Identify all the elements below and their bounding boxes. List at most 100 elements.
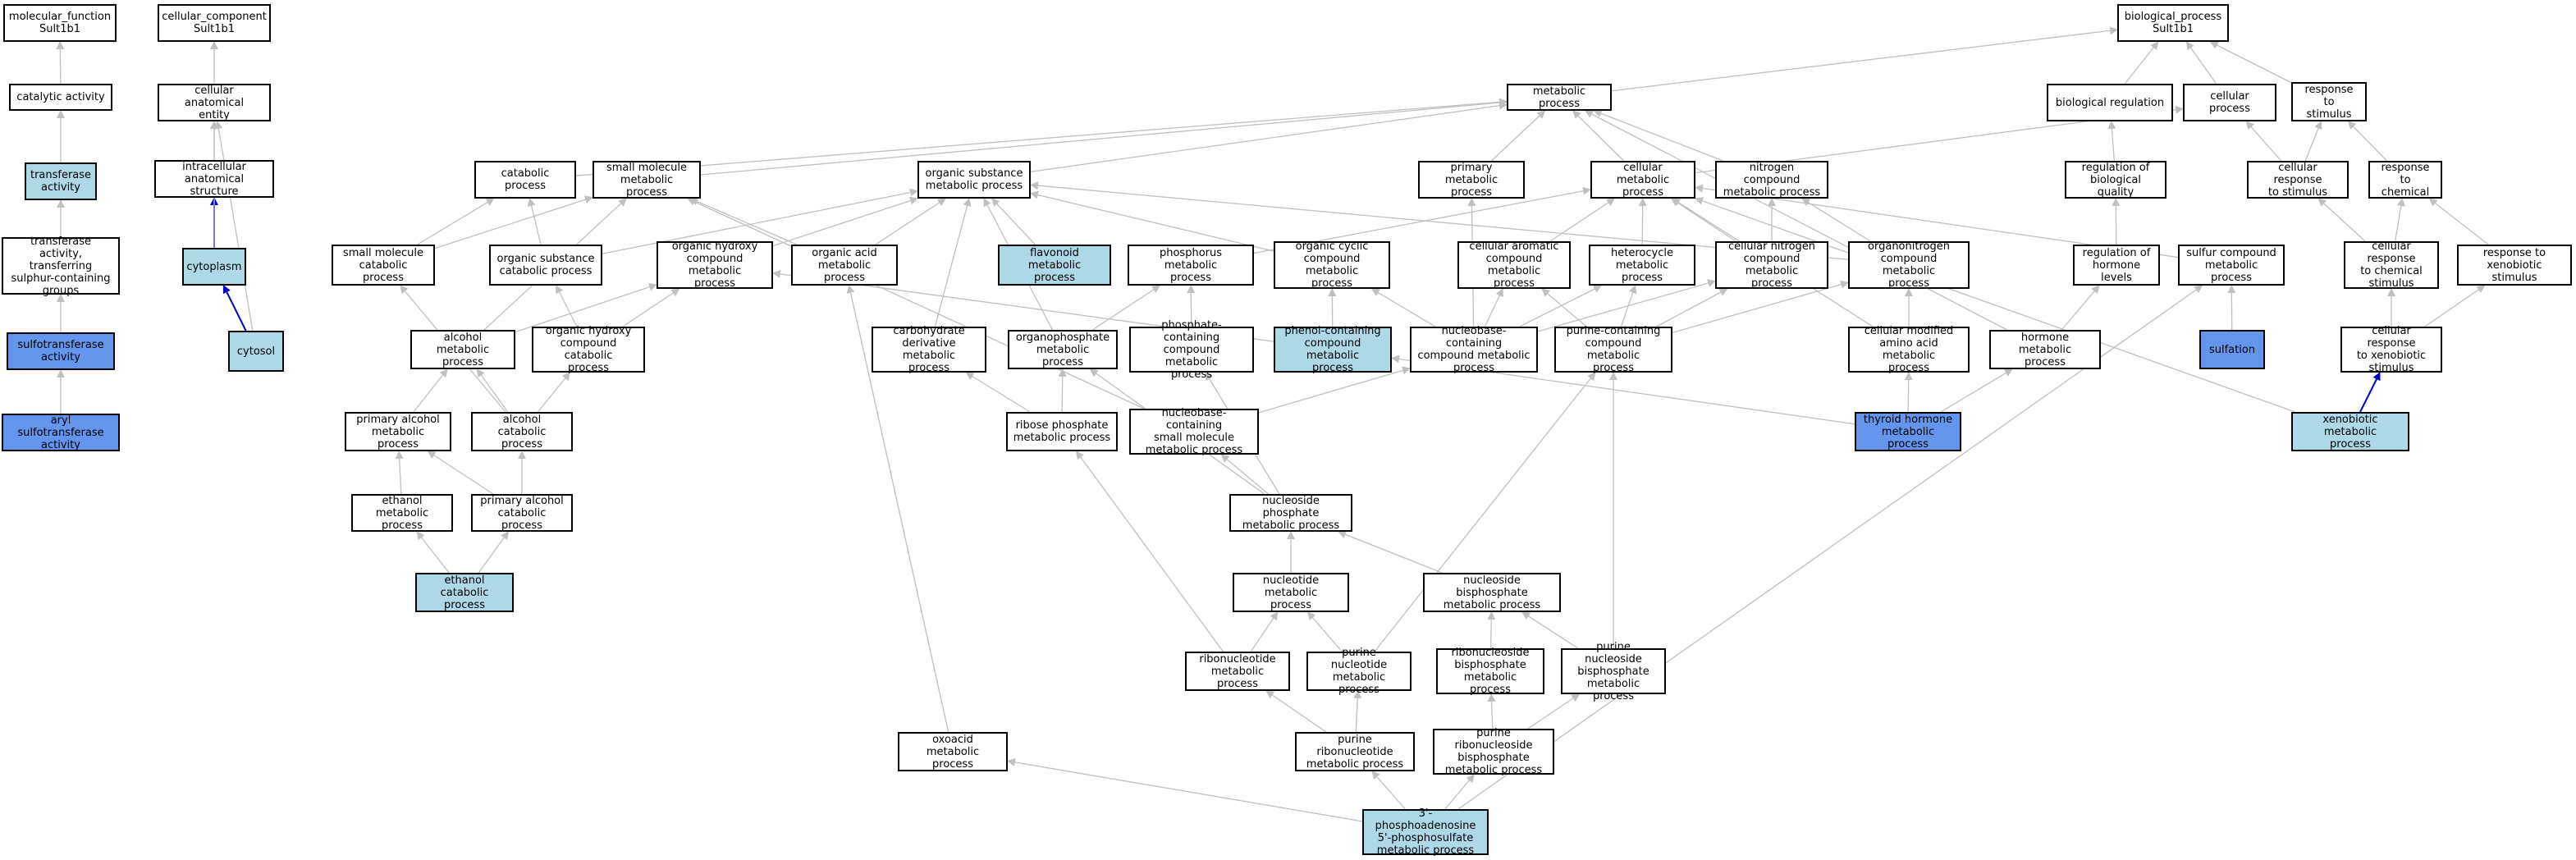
- node-cellular-response-to-chemical-stimulus[interactable]: cellular response to chemical stimulus: [2344, 240, 2439, 290]
- edge-purine_cont-to-cell_nitrogen: [1656, 288, 1728, 327]
- node-cellular-anatomical-entity[interactable]: cellular anatomical entity: [158, 84, 271, 121]
- node-cellular-metabolic[interactable]: cellular metabolic process: [1590, 161, 1695, 199]
- edge-cell_resp_chem-to-resp_chem: [2395, 198, 2405, 242]
- node-aryl-sulfotransferase-activity[interactable]: aryl sulfotransferase activity: [2, 414, 120, 451]
- node-regulation-of-biological-quality[interactable]: regulation of biological quality: [2065, 161, 2166, 199]
- node-purine-nucleotide-metabolic[interactable]: purine nucleotide metabolic process: [1306, 647, 1412, 696]
- edge-paps-to-sulfur_comp: [1457, 285, 2203, 810]
- edge-nucleoside_phosphate-to-nucleobase_small: [1220, 454, 1270, 495]
- edge-nitrogen_comp-to-metabolic: [1593, 109, 1723, 162]
- edge-paps-to-purine_ribonucleoside_bisph: [1444, 774, 1475, 810]
- edge-resp_stimulus-to-bp_root: [2209, 41, 2292, 84]
- node-nitrogen-compound-metabolic[interactable]: nitrogen compound metabolic process: [1715, 161, 1828, 199]
- node-paps-metabolic[interactable]: 3'-phosphoadenosine 5'-phosphosulfate me…: [1362, 807, 1489, 857]
- node-nucleotide-metabolic[interactable]: nucleotide metabolic process: [1233, 573, 1349, 612]
- node-cellular-response-to-xenobiotic-stimulus[interactable]: cellular response to xenobiotic stimulus: [2340, 325, 2442, 374]
- node-organic-substance-metabolic[interactable]: organic substance metabolic process: [917, 161, 1031, 199]
- node-response-to-xenobiotic-stimulus[interactable]: response to xenobiotic stimulus: [2457, 245, 2572, 286]
- edge-sulfation-to-sulfur_comp: [2227, 285, 2236, 331]
- node-alcohol-metabolic[interactable]: alcohol metabolic process: [410, 330, 515, 369]
- edge-purine_ribonucleoside_bisph-to-ribonucleoside_bisph: [1487, 693, 1496, 730]
- node-regulation-of-hormone-levels[interactable]: regulation of hormone levels: [2073, 245, 2160, 286]
- node-ethanol-metabolic[interactable]: ethanol metabolic process: [351, 494, 453, 532]
- node-nucleobase-containing-small-molecule-metabolic[interactable]: nucleobase-containing small molecule met…: [1129, 407, 1259, 456]
- node-thyroid-hormone-metabolic[interactable]: thyroid hormone metabolic process: [1855, 412, 1961, 451]
- node-primary-alcohol-catabolic[interactable]: primary alcohol catabolic process: [471, 494, 573, 532]
- node-biological-process-root[interactable]: biological_process Sult1b1: [2117, 4, 2229, 42]
- node-catabolic-process[interactable]: catabolic process: [474, 161, 576, 199]
- node-sulfation[interactable]: sulfation: [2199, 330, 2265, 369]
- node-organic-acid-metabolic[interactable]: organic acid metabolic process: [791, 245, 898, 286]
- node-heterocycle-metabolic[interactable]: heterocycle metabolic process: [1589, 245, 1695, 286]
- edge-cell_resp_stim-to-resp_stimulus: [2304, 121, 2322, 162]
- node-purine-ribonucleotide-metabolic[interactable]: purine ribonucleotide metabolic process: [1295, 732, 1415, 771]
- edge-ribose_phosphate-to-organophosphate: [1058, 368, 1067, 413]
- node-small-molecule-metabolic[interactable]: small molecule metabolic process: [593, 161, 701, 199]
- edge-ribonucleoside_bisph-to-nucleoside_bisph: [1487, 611, 1496, 649]
- node-phenol-containing-compound-metabolic[interactable]: phenol-containing compound metabolic pro…: [1274, 325, 1392, 374]
- node-hormone-metabolic[interactable]: hormone metabolic process: [1989, 330, 2101, 369]
- node-transferase-activity[interactable]: transferase activity: [25, 162, 97, 200]
- node-oxoacid-metabolic[interactable]: oxoacid metabolic process: [898, 732, 1008, 771]
- node-organic-cyclic-compound-metabolic[interactable]: organic cyclic compound metabolic proces…: [1274, 240, 1390, 290]
- node-alcohol-catabolic[interactable]: alcohol catabolic process: [471, 412, 573, 451]
- node-ribonucleoside-bisphosphate-metabolic[interactable]: ribonucleoside bisphosphate metabolic pr…: [1436, 647, 1544, 696]
- node-catalytic-activity[interactable]: catalytic activity: [9, 84, 112, 111]
- node-xenobiotic-metabolic[interactable]: xenobiotic metabolic process: [2291, 412, 2409, 451]
- node-nucleoside-bisphosphate-metabolic[interactable]: nucleoside bisphosphate metabolic proces…: [1423, 573, 1561, 612]
- edge-hormone_met-to-metabolic: [1584, 110, 2008, 331]
- edge-org_hydroxy_cat-to-org_subst_cat: [556, 285, 578, 327]
- node-flavonoid-metabolic[interactable]: flavonoid metabolic process: [998, 245, 1111, 286]
- node-small-molecule-catabolic[interactable]: small molecule catabolic process: [332, 245, 435, 286]
- node-purine-nucleoside-bisphosphate-metabolic[interactable]: purine nucleoside bisphosphate metabolic…: [1561, 641, 1666, 702]
- node-cellular-component-root[interactable]: cellular_component Sult1b1: [158, 4, 271, 42]
- edge-oxoacid-to-org_acid: [846, 285, 949, 733]
- node-primary-metabolic[interactable]: primary metabolic process: [1418, 161, 1525, 199]
- node-phosphorus-metabolic[interactable]: phosphorus metabolic process: [1128, 245, 1254, 286]
- node-sulfur-compound-metabolic[interactable]: sulfur compound metabolic process: [2178, 245, 2285, 286]
- node-ethanol-catabolic[interactable]: ethanol catabolic process: [415, 573, 514, 612]
- node-primary-alcohol-metabolic[interactable]: primary alcohol metabolic process: [345, 412, 451, 451]
- node-purine-ribonucleoside-bisphosphate-metabolic[interactable]: purine ribonucleoside bisphosphate metab…: [1433, 727, 1554, 776]
- edge-purine_cont-to-heterocycle: [1620, 285, 1637, 327]
- edge-cell_resp_stim-to-cellular_process: [2245, 121, 2282, 162]
- edge-small_mol_cat-to-small_mol: [434, 195, 593, 249]
- node-cellular-nitrogen-compound-metabolic[interactable]: cellular nitrogen compound metabolic pro…: [1715, 240, 1828, 290]
- node-metabolic-process[interactable]: metabolic process: [1507, 84, 1612, 111]
- node-cytosol[interactable]: cytosol: [228, 331, 284, 372]
- edge-org_subst-to-metabolic: [1030, 101, 1508, 172]
- node-nucleobase-containing-compound-metabolic[interactable]: nucleobase-containing compound metabolic…: [1410, 325, 1538, 374]
- node-intracellular-anatomical-structure[interactable]: intracellular anatomical structure: [154, 160, 274, 198]
- edge-ribose_phosphate-to-carb_deriv: [965, 372, 1031, 413]
- node-purine-containing-compound-metabolic[interactable]: purine-containing compound metabolic pro…: [1554, 325, 1672, 374]
- node-cytoplasm[interactable]: cytoplasm: [182, 248, 246, 286]
- edge-organophosphate-to-phosphorus: [1091, 285, 1160, 331]
- edge-org_subst_cat-to-catabolic: [527, 198, 542, 245]
- node-cellular-aromatic-compound-metabolic[interactable]: cellular aromatic compound metabolic pro…: [1457, 240, 1571, 290]
- edge-ethanol_met-to-primary_alcohol: [395, 451, 404, 495]
- node-cellular-process[interactable]: cellular process: [2183, 84, 2276, 121]
- edge-catalytic-to-mf_root: [56, 41, 65, 85]
- node-sulfotransferase-activity[interactable]: sulfotransferase activity: [7, 332, 115, 370]
- node-carbohydrate-derivative-metabolic[interactable]: carbohydrate derivative metabolic proces…: [872, 325, 986, 374]
- edge-ribonucleotide-to-ribose_phosphate: [1075, 451, 1224, 652]
- edge-paps-to-purine_ribonucleotide: [1371, 771, 1406, 810]
- node-cellular-modified-amino-acid-metabolic[interactable]: cellular modified amino acid metabolic p…: [1848, 325, 1970, 374]
- node-cellular-response-to-stimulus[interactable]: cellular response to stimulus: [2247, 161, 2349, 199]
- node-nucleoside-phosphate-metabolic[interactable]: nucleoside phosphate metabolic process: [1229, 494, 1352, 532]
- node-organic-hydroxy-compound-metabolic[interactable]: organic hydroxy compound metabolic proce…: [657, 240, 773, 290]
- node-organonitrogen-compound-metabolic[interactable]: organonitrogen compound metabolic proces…: [1848, 240, 1970, 290]
- node-transferase-sulfur-groups[interactable]: transferase activity, transferring sulph…: [2, 236, 120, 297]
- node-ribose-phosphate-metabolic[interactable]: ribose phosphate metabolic process: [1006, 412, 1118, 451]
- node-organic-hydroxy-compound-catabolic[interactable]: organic hydroxy compound catabolic proce…: [532, 325, 645, 374]
- node-organic-substance-catabolic[interactable]: organic substance catabolic process: [489, 245, 602, 286]
- node-response-to-chemical[interactable]: response to chemical: [2368, 161, 2442, 199]
- node-organophosphate-metabolic[interactable]: organophosphate metabolic process: [1008, 330, 1118, 369]
- node-molecular-function-root[interactable]: molecular_function Sult1b1: [3, 4, 117, 42]
- edge-cellular_process-to-bp_root: [2185, 41, 2217, 85]
- node-response-to-stimulus[interactable]: response to stimulus: [2291, 82, 2367, 121]
- node-phosphate-containing-compound-metabolic[interactable]: phosphate-containing compound metabolic …: [1129, 319, 1254, 381]
- node-ribonucleotide-metabolic[interactable]: ribonucleotide metabolic process: [1185, 652, 1290, 691]
- node-biological-regulation[interactable]: biological regulation: [2047, 84, 2173, 121]
